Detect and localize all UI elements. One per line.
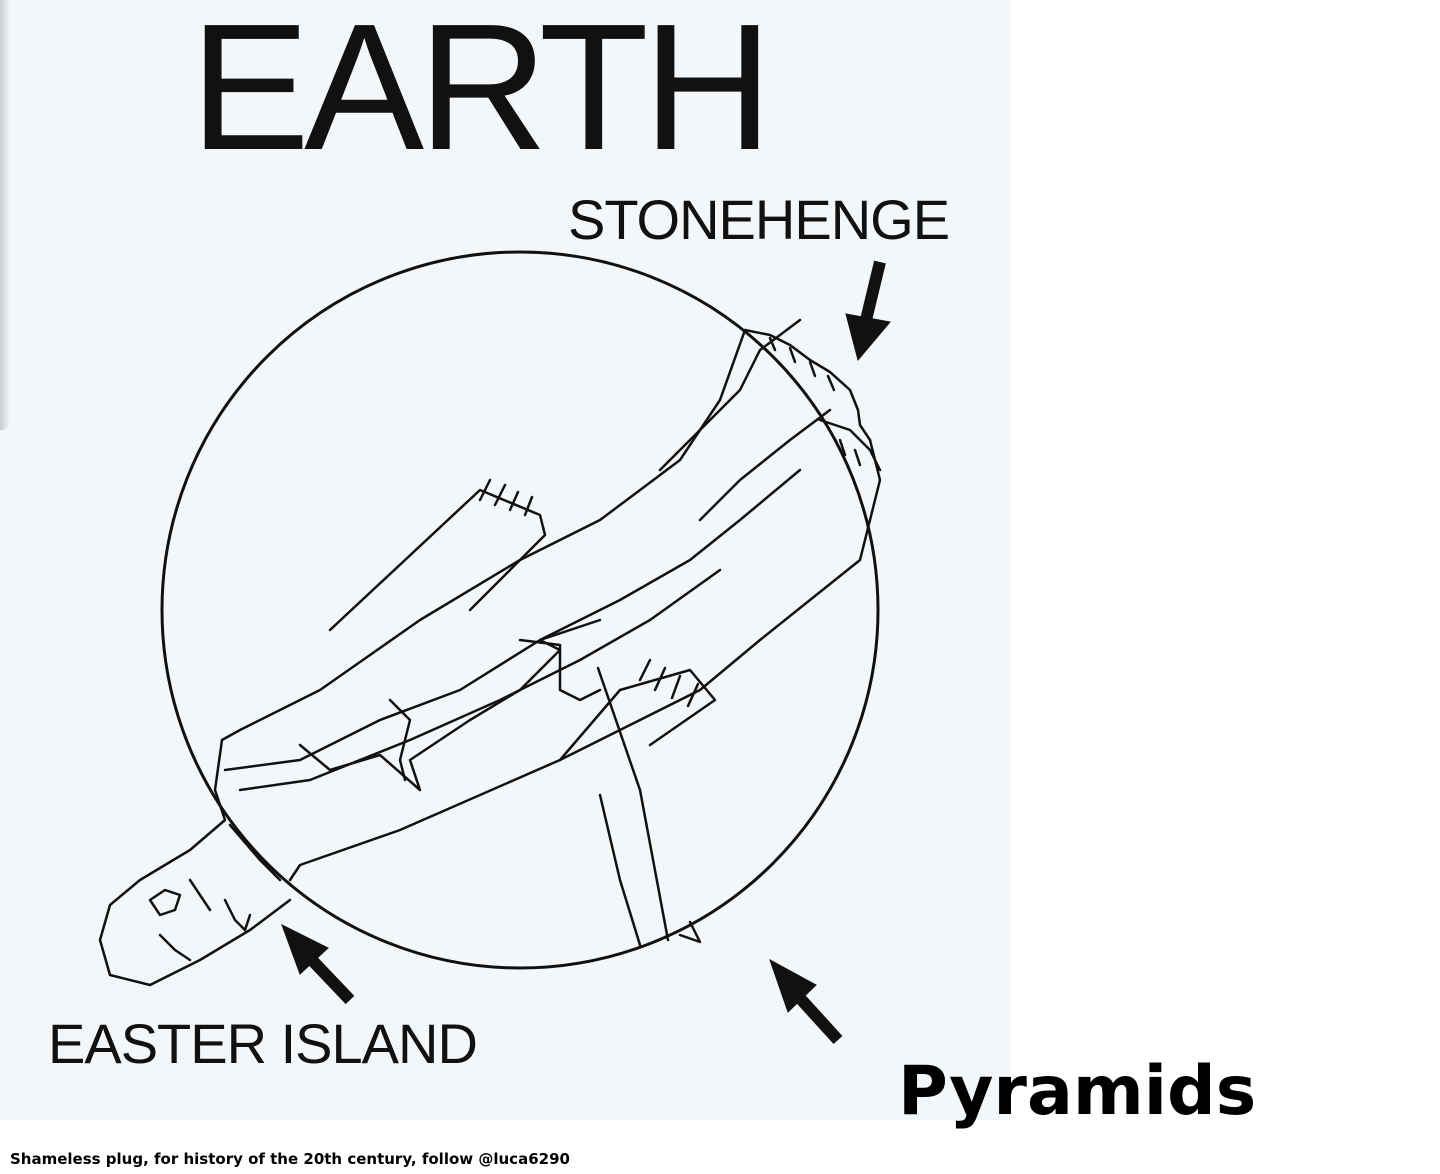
- label-easter-island: EASTER ISLAND: [48, 1012, 478, 1075]
- footer-plug-text: Shameless plug, for history of the 20th …: [10, 1150, 570, 1168]
- meme-panel: [0, 0, 1010, 1120]
- easter-island-arrow: [281, 923, 355, 1005]
- left-edge-shadow: [0, 0, 10, 430]
- label-stonehenge: STONEHENGE: [568, 188, 950, 251]
- earth-circle: [160, 250, 880, 970]
- moai-statue: [98, 318, 882, 987]
- label-pyramids: Pyramids: [898, 1052, 1257, 1131]
- pyramids-arrow: [769, 958, 843, 1045]
- title-earth: EARTH: [190, 0, 773, 188]
- stonehenge-arrow: [845, 260, 891, 362]
